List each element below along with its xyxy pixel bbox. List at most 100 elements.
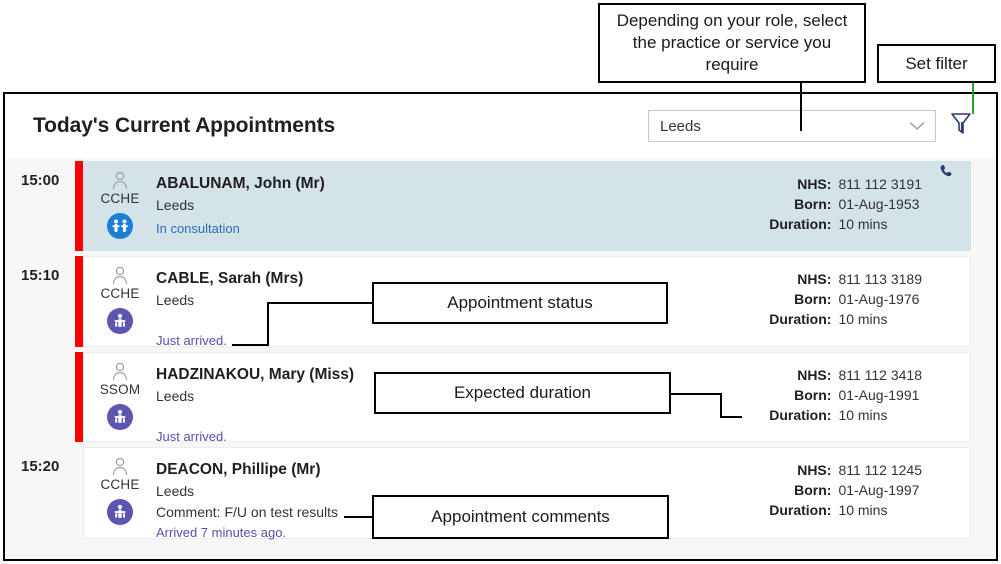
chevron-down-icon	[907, 116, 927, 136]
appointment-status[interactable]: Arrived 7 minutes ago.	[156, 524, 287, 540]
patient-practice: Leeds	[156, 292, 195, 309]
nhs-value: 811 112 1245	[838, 462, 922, 478]
urgent-indicator-bar	[75, 256, 83, 347]
callout-appointment-status-text: Appointment status	[447, 293, 593, 313]
duration-label: Duration:	[769, 406, 832, 423]
born-label: Born:	[794, 386, 832, 403]
two-people-badge-icon	[107, 213, 133, 239]
born-label: Born:	[794, 290, 832, 307]
appointment-details: HADZINAKOU, Mary (Miss) Leeds Just arriv…	[156, 353, 769, 444]
person-silhouette-icon	[109, 170, 131, 190]
duration-value: 10 mins	[838, 406, 888, 423]
clinic-code: CCHE	[100, 286, 140, 301]
urgent-indicator-bar	[75, 352, 83, 442]
row-right-spacer	[978, 158, 996, 253]
phone-slot	[922, 448, 970, 538]
appointment-icons: CCHE	[84, 257, 156, 346]
appointment-icons: CCHE	[84, 448, 156, 538]
patient-name: ABALUNAM, John (Mr)	[156, 175, 325, 192]
born-value: 01-Aug-1997	[838, 481, 920, 498]
callout-select-practice-text: Depending on your role, select the pract…	[616, 11, 848, 74]
callout-appointment-status: Appointment status	[372, 282, 668, 324]
person-badge-icon	[107, 404, 133, 430]
nhs-value: 811 112 3191	[838, 176, 922, 192]
appointment-card[interactable]: SSOM HADZINAKOU, Mary (Miss) Leeds	[83, 352, 971, 444]
person-silhouette-icon	[109, 361, 131, 381]
phone-slot	[922, 257, 970, 346]
patient-info: NHS: 811 112 1245 Born: 01-Aug-1997 Dura…	[769, 448, 922, 538]
phone-slot	[922, 353, 970, 441]
duration-value: 10 mins	[838, 310, 888, 327]
patient-info: NHS: 811 112 3191 Born: 01-Aug-1953 Dura…	[769, 162, 922, 250]
appointment-time: 15:00	[5, 158, 75, 253]
appointment-icons: SSOM	[84, 353, 156, 441]
person-silhouette-icon	[109, 456, 131, 476]
appointment-time: 15:10	[5, 253, 75, 349]
appointment-time: 15:20	[5, 444, 75, 541]
clinic-code: CCHE	[100, 477, 140, 492]
born-label: Born:	[794, 195, 832, 212]
duration-label: Duration:	[769, 310, 832, 327]
header-controls: Leeds	[648, 110, 974, 142]
set-filter-button[interactable]	[948, 112, 974, 140]
funnel-filter-icon	[949, 111, 973, 142]
born-label: Born:	[794, 481, 832, 498]
duration-value: 10 mins	[838, 215, 888, 232]
practice-select[interactable]: Leeds	[648, 110, 936, 142]
nhs-value: 811 112 3418	[838, 367, 922, 383]
leader-line-duration-vertical	[720, 393, 722, 418]
clinic-code: CCHE	[100, 191, 140, 206]
appointment-comment: Comment: F/U on test results	[156, 503, 339, 520]
leader-line-status-horizontal	[232, 344, 269, 346]
practice-select-value: Leeds	[660, 117, 701, 135]
appointment-card[interactable]: CCHE ABALUNAM, John (Mr)	[83, 161, 971, 251]
appointments-panel: Today's Current Appointments Leeds	[3, 92, 998, 561]
nhs-value: 811 113 3189	[838, 271, 922, 287]
page-title: Today's Current Appointments	[33, 114, 336, 137]
patient-name: HADZINAKOU, Mary (Miss)	[156, 366, 355, 383]
callout-appointment-comments-text: Appointment comments	[431, 507, 610, 527]
patient-info: NHS: 811 113 3189 Born: 01-Aug-1976 Dura…	[769, 257, 922, 346]
leader-line-status-vertical	[267, 303, 269, 346]
panel-header: Today's Current Appointments Leeds	[5, 94, 996, 158]
leader-line-comments	[344, 516, 374, 518]
phone-icon[interactable]	[938, 163, 954, 250]
patient-name: DEACON, Phillipe (Mr)	[156, 461, 321, 478]
appointment-status[interactable]: Just arrived.	[156, 332, 227, 348]
appointment-status[interactable]: In consultation	[156, 220, 240, 236]
callout-expected-duration-text: Expected duration	[453, 383, 592, 403]
nhs-label: NHS:	[797, 176, 832, 192]
nhs-label: NHS:	[797, 271, 832, 287]
callout-set-filter: Set filter	[877, 44, 996, 83]
callout-set-filter-text: Set filter	[905, 53, 968, 73]
born-value: 01-Aug-1976	[838, 290, 920, 307]
person-badge-icon	[107, 499, 133, 525]
appointment-details: DEACON, Phillipe (Mr) Leeds Comment: F/U…	[156, 448, 769, 540]
clinic-code: SSOM	[99, 382, 141, 397]
appointment-icons: CCHE	[84, 162, 156, 250]
patient-info: NHS: 811 112 3418 Born: 01-Aug-1991 Dura…	[769, 353, 922, 441]
leader-line-duration-to-label	[720, 416, 742, 418]
nhs-label: NHS:	[797, 462, 832, 478]
person-badge-icon	[107, 308, 133, 334]
patient-name: CABLE, Sarah (Mrs)	[156, 270, 304, 287]
leader-line-set-filter	[972, 83, 974, 114]
person-silhouette-icon	[109, 265, 131, 285]
patient-practice: Leeds	[156, 483, 195, 500]
table-row[interactable]: 15:00 CCHE	[5, 158, 996, 253]
appointment-status[interactable]: Just arrived.	[156, 428, 227, 444]
duration-value: 10 mins	[838, 501, 888, 518]
leader-line-status-to-box	[267, 302, 373, 304]
born-value: 01-Aug-1991	[838, 386, 920, 403]
table-row[interactable]: 15:10 CCHE	[5, 253, 996, 349]
appointment-time	[5, 349, 75, 444]
born-value: 01-Aug-1953	[838, 195, 920, 212]
row-right-spacer	[978, 349, 996, 444]
leader-line-duration-horizontal	[670, 393, 722, 395]
patient-practice: Leeds	[156, 388, 195, 405]
phone-slot	[922, 162, 970, 250]
callout-select-practice: Depending on your role, select the pract…	[598, 3, 866, 83]
table-row[interactable]: SSOM HADZINAKOU, Mary (Miss) Leeds	[5, 349, 996, 444]
row-right-spacer	[978, 253, 996, 349]
row-right-spacer	[978, 444, 996, 541]
